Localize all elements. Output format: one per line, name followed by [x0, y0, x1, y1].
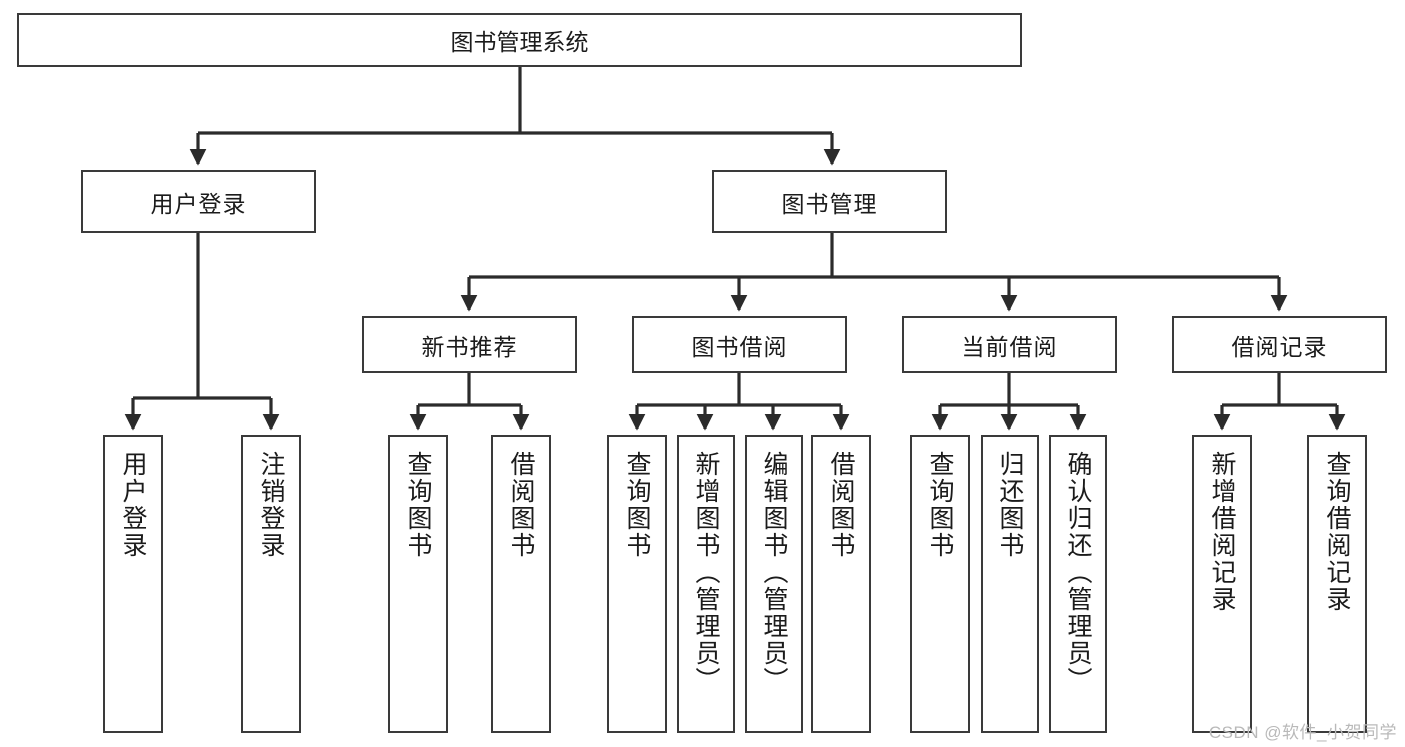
leaf-borrow-borrow-book[interactable]: 借阅图书: [811, 435, 871, 733]
node-label: 图书管理系统: [450, 29, 589, 55]
leaf-borrow-edit-book-admin[interactable]: 编辑图书（管理员）: [745, 435, 803, 733]
node-label: 图书管理: [781, 190, 878, 217]
node-root-system[interactable]: 图书管理系统: [17, 13, 1022, 67]
leaf-record-query[interactable]: 查询借阅记录: [1307, 435, 1367, 733]
leaf-new-book-borrow[interactable]: 借阅图书: [491, 435, 551, 733]
node-label: 用户登录: [119, 451, 147, 559]
node-label: 编辑图书（管理员）: [760, 451, 788, 694]
node-label: 借阅图书: [507, 451, 535, 559]
node-label: 借阅记录: [1231, 333, 1328, 360]
csdn-watermark: CSDN @软件_小贺同学: [1208, 723, 1397, 742]
node-borrow-record[interactable]: 借阅记录: [1172, 316, 1387, 373]
leaf-current-query-book[interactable]: 查询图书: [910, 435, 970, 733]
node-label: 查询图书: [623, 451, 651, 559]
leaf-borrow-add-book-admin[interactable]: 新增图书（管理员）: [677, 435, 735, 733]
node-label: 图书借阅: [691, 333, 788, 360]
node-current-borrow[interactable]: 当前借阅: [902, 316, 1117, 373]
node-label: 新增借阅记录: [1208, 451, 1236, 613]
node-label: 归还图书: [996, 451, 1024, 559]
leaf-current-return-book[interactable]: 归还图书: [981, 435, 1039, 733]
leaf-user-login-login[interactable]: 用户登录: [103, 435, 163, 733]
node-label: 查询图书: [404, 451, 432, 559]
node-label: 借阅图书: [827, 451, 855, 559]
node-label: 查询图书: [926, 451, 954, 559]
node-label: 用户登录: [150, 190, 247, 217]
leaf-record-add[interactable]: 新增借阅记录: [1192, 435, 1252, 733]
node-label: 确认归还（管理员）: [1064, 451, 1092, 694]
leaf-current-confirm-return-admin[interactable]: 确认归还（管理员）: [1049, 435, 1107, 733]
node-book-management[interactable]: 图书管理: [712, 170, 947, 233]
node-label: 新增图书（管理员）: [692, 451, 720, 694]
node-label: 注销登录: [257, 451, 285, 559]
leaf-user-login-logout[interactable]: 注销登录: [241, 435, 301, 733]
node-book-borrow[interactable]: 图书借阅: [632, 316, 847, 373]
node-new-book-recommend[interactable]: 新书推荐: [362, 316, 577, 373]
node-label: 新书推荐: [421, 333, 518, 360]
leaf-borrow-query-book[interactable]: 查询图书: [607, 435, 667, 733]
leaf-new-book-query[interactable]: 查询图书: [388, 435, 448, 733]
node-label: 查询借阅记录: [1323, 451, 1351, 613]
node-label: 当前借阅: [961, 333, 1058, 360]
node-user-login[interactable]: 用户登录: [81, 170, 316, 233]
